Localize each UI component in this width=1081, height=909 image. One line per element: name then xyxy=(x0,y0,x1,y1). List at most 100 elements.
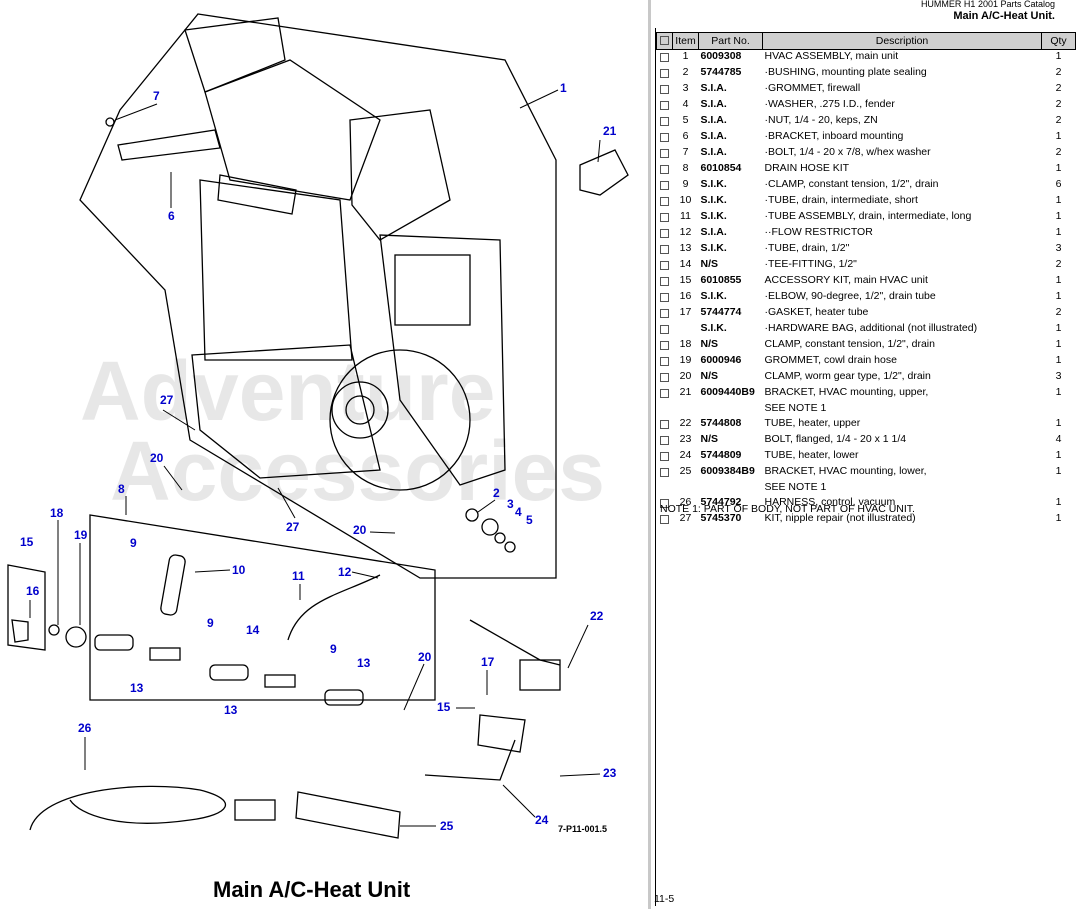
row-checkbox[interactable] xyxy=(657,417,673,433)
row-checkbox[interactable] xyxy=(657,82,673,98)
row-checkbox[interactable] xyxy=(657,290,673,306)
cell-description: ·ELBOW, 90-degree, 1/2", drain tube xyxy=(764,290,936,302)
row-checkbox[interactable] xyxy=(657,242,673,258)
cell-qty: 1 xyxy=(1055,162,1062,174)
cell-item: 2 xyxy=(682,66,689,78)
callout-10: 10 xyxy=(232,563,246,577)
row-checkbox[interactable] xyxy=(657,496,673,512)
row-checkbox[interactable] xyxy=(657,465,673,481)
accessory-kit-outline xyxy=(7,564,46,651)
cell-item: 13 xyxy=(679,242,692,254)
header-checkbox[interactable] xyxy=(656,32,673,50)
cell-item: 14 xyxy=(679,258,692,270)
row-checkbox[interactable] xyxy=(657,306,673,322)
row-checkbox[interactable] xyxy=(657,274,673,290)
cell-item xyxy=(673,322,699,338)
row-checkbox[interactable] xyxy=(657,66,673,82)
row-checkbox[interactable] xyxy=(657,130,673,146)
cell-part-no: 5744774 xyxy=(700,306,742,318)
table-row[interactable]: S.I.K.·HARDWARE BAG, additional (not ill… xyxy=(657,322,1076,338)
table-row[interactable]: SEE NOTE 1 xyxy=(657,481,1076,496)
cell-qty: 1 xyxy=(1055,416,1062,429)
row-checkbox[interactable] xyxy=(657,50,673,67)
row-checkbox[interactable] xyxy=(657,512,673,528)
row-checkbox[interactable] xyxy=(657,433,673,449)
callout-5: 5 xyxy=(526,513,533,527)
cell-item xyxy=(673,402,699,417)
cell-qty: 1 xyxy=(1055,448,1062,461)
callout-2: 2 xyxy=(493,486,500,500)
callout-27a: 27 xyxy=(160,393,174,407)
row-checkbox[interactable] xyxy=(657,146,673,162)
row-checkbox[interactable] xyxy=(657,386,673,402)
row-checkbox[interactable] xyxy=(657,178,673,194)
elbow-16-drawing xyxy=(11,619,29,643)
row-checkbox[interactable] xyxy=(657,338,673,354)
cell-item: 4 xyxy=(682,98,689,110)
callout-leader-lines xyxy=(29,89,601,827)
callout-23: 23 xyxy=(603,766,617,780)
callout-9c: 9 xyxy=(330,642,337,656)
row-checkbox[interactable] xyxy=(657,162,673,178)
row-checkbox[interactable] xyxy=(657,114,673,130)
row-checkbox[interactable] xyxy=(657,322,673,338)
cell-qty: 1 xyxy=(1055,50,1062,62)
row-checkbox[interactable] xyxy=(657,354,673,370)
cell-item: 8 xyxy=(682,162,689,174)
cell-part-no: S.I.K. xyxy=(700,210,727,222)
row-checkbox[interactable] xyxy=(657,449,673,465)
cell-description: SEE NOTE 1 xyxy=(764,402,827,414)
grommet-19-drawing xyxy=(65,626,87,648)
drain-hose-parts-drawing xyxy=(94,554,381,706)
callout-11: 11 xyxy=(292,569,305,583)
cell-description: ACCESSORY KIT, main HVAC unit xyxy=(764,274,928,286)
row-checkbox[interactable] xyxy=(657,194,673,210)
cell-part-no: 5744785 xyxy=(700,66,742,78)
row-checkbox xyxy=(657,402,673,417)
cell-qty: 2 xyxy=(1055,82,1062,94)
row-checkbox[interactable] xyxy=(657,98,673,114)
cell-item: 25 xyxy=(679,464,692,477)
cell-qty: 3 xyxy=(1055,242,1062,254)
heater-tube-22-drawing xyxy=(469,619,561,691)
row-checkbox[interactable] xyxy=(657,210,673,226)
pane-divider[interactable] xyxy=(648,0,651,909)
row-checkbox[interactable] xyxy=(657,258,673,274)
table-row[interactable]: SEE NOTE 1 xyxy=(657,402,1076,417)
cell-qty: 1 xyxy=(1055,290,1062,302)
row-checkbox[interactable] xyxy=(657,226,673,242)
callout-14: 14 xyxy=(246,623,260,637)
cell-description: ·CLAMP, constant tension, 1/2", drain xyxy=(764,178,939,190)
cell-item: 9 xyxy=(682,178,689,190)
row-checkbox[interactable] xyxy=(657,370,673,386)
cell-qty: 1 xyxy=(1055,511,1062,524)
cell-part-no: 5744809 xyxy=(700,448,742,461)
